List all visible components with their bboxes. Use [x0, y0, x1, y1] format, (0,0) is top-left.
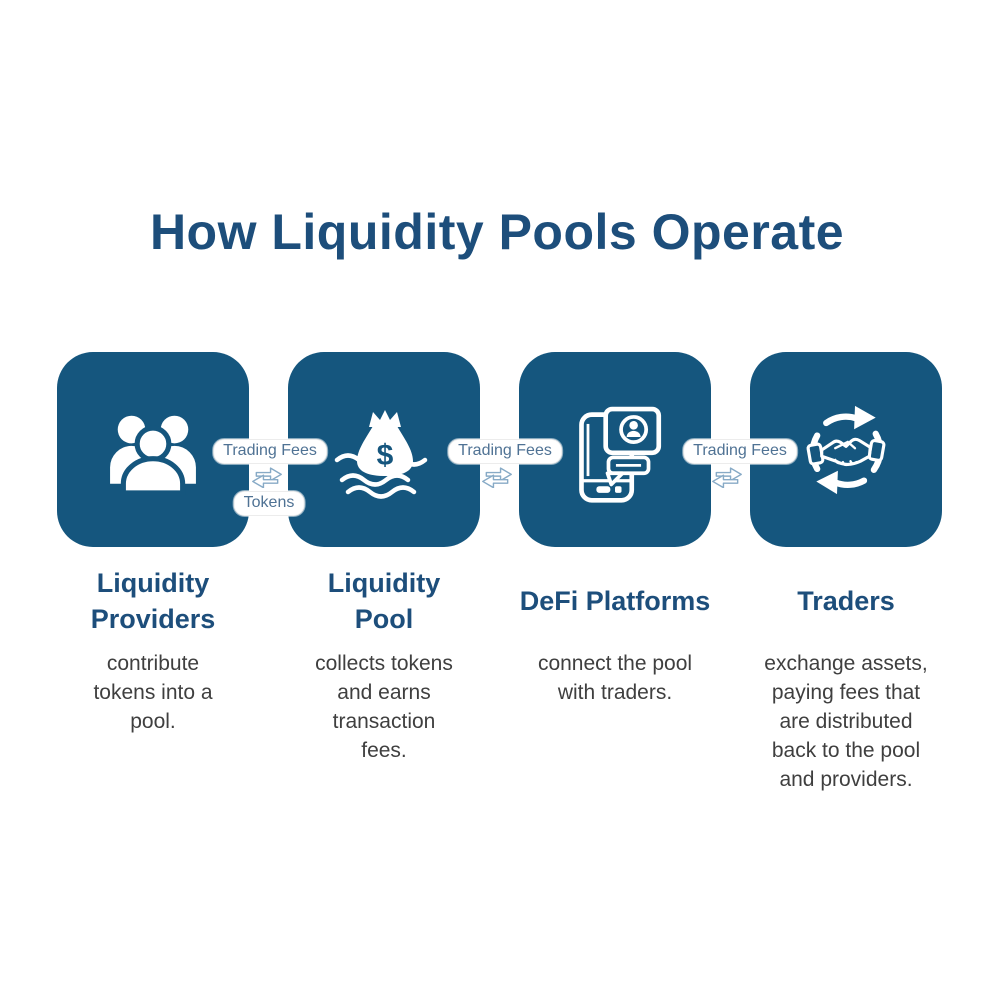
handshake-cycle-icon	[806, 405, 886, 494]
phone-profile-card-icon	[579, 406, 662, 503]
connector-label-trading-fees: Trading Fees	[448, 439, 562, 464]
column-heading-text: Liquidity Pool	[327, 568, 441, 634]
connector-label-trading-fees: Trading Fees	[683, 439, 797, 464]
people-group-icon	[110, 415, 196, 495]
column-heading-liquidity-pool: Liquidity Pool	[259, 566, 509, 638]
connector-label-tokens: Tokens	[233, 491, 305, 516]
exchange-arrows-icon	[481, 466, 513, 488]
connector-label-trading-fees: Trading Fees	[213, 439, 327, 464]
column-heading-text: Traders	[797, 586, 895, 617]
column-heading-text: Liquidity Providers	[90, 568, 216, 634]
column-description-liquidity-pool: collects tokens and earns transaction fe…	[315, 652, 453, 762]
column-heading-liquidity-providers: Liquidity Providers	[28, 566, 278, 638]
column-description-traders: exchange assets, paying fees that are di…	[764, 652, 928, 791]
card-liquidity-pool: $	[288, 352, 480, 547]
column-heading-traders: Traders	[721, 566, 971, 638]
column-description-defi-platforms: connect the pool with traders.	[537, 652, 693, 704]
money-bag-waves-icon: $	[334, 409, 428, 499]
svg-text:$: $	[377, 439, 394, 472]
column-heading-defi-platforms: DeFi Platforms	[490, 566, 740, 638]
column-description-liquidity-providers: contribute tokens into a pool.	[93, 652, 213, 733]
exchange-arrows-icon	[711, 466, 743, 488]
page-title: How Liquidity Pools Operate	[149, 204, 845, 260]
exchange-arrows-icon	[251, 466, 283, 488]
column-heading-text: DeFi Platforms	[519, 586, 711, 617]
